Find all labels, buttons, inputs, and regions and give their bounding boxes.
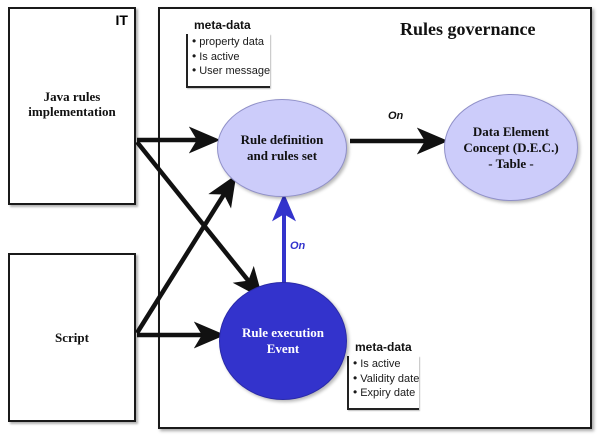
note-top-item-1: property data: [192, 35, 270, 50]
note-top-title: meta-data: [194, 18, 251, 32]
node-rule-execution-line2: Event: [266, 341, 300, 356]
edge-label-execution-to-definition: On: [290, 240, 306, 252]
box-java-label-line1: Java rules: [43, 89, 101, 104]
note-meta-data-top: meta-data property data Is active User m…: [186, 18, 271, 88]
note-bottom-item-3: Expiry date: [353, 386, 419, 401]
node-rule-definition-line2: and rules set: [246, 148, 318, 163]
box-java-label-line2: implementation: [28, 104, 116, 119]
page-title: Rules governance: [400, 19, 536, 39]
node-rule-execution-event[interactable]: Rule execution Event: [219, 282, 347, 400]
note-top-item-3: User message: [192, 64, 270, 79]
node-rule-execution-line1: Rule execution: [242, 325, 324, 340]
note-top-item-2: Is active: [192, 50, 270, 65]
note-bottom-title: meta-data: [355, 340, 412, 354]
edge-label-definition-to-dec: On: [388, 110, 404, 122]
box-script-label: Script: [55, 330, 89, 345]
node-data-element-concept[interactable]: Data Element Concept (D.E.C.) - Table -: [444, 94, 578, 201]
node-rule-definition-line1: Rule definition: [240, 132, 324, 147]
node-rule-definition[interactable]: Rule definition and rules set: [217, 99, 347, 197]
note-bottom-item-2: Validity date: [353, 372, 419, 387]
note-meta-data-bottom: meta-data Is active Validity date Expiry…: [347, 340, 420, 410]
note-bottom-body: Is active Validity date Expiry date: [347, 356, 420, 410]
it-corner-label: IT: [115, 12, 128, 28]
note-bottom-item-1: Is active: [353, 357, 419, 372]
box-java-rules-implementation[interactable]: IT Java rules implementation: [8, 7, 136, 205]
note-top-body: property data Is active User message: [186, 34, 271, 88]
node-dec-line3: - Table -: [488, 155, 534, 171]
node-dec-line1: Data Element: [472, 123, 550, 139]
node-dec-line2: Concept (D.E.C.): [463, 139, 559, 155]
box-script[interactable]: Script: [8, 253, 136, 422]
